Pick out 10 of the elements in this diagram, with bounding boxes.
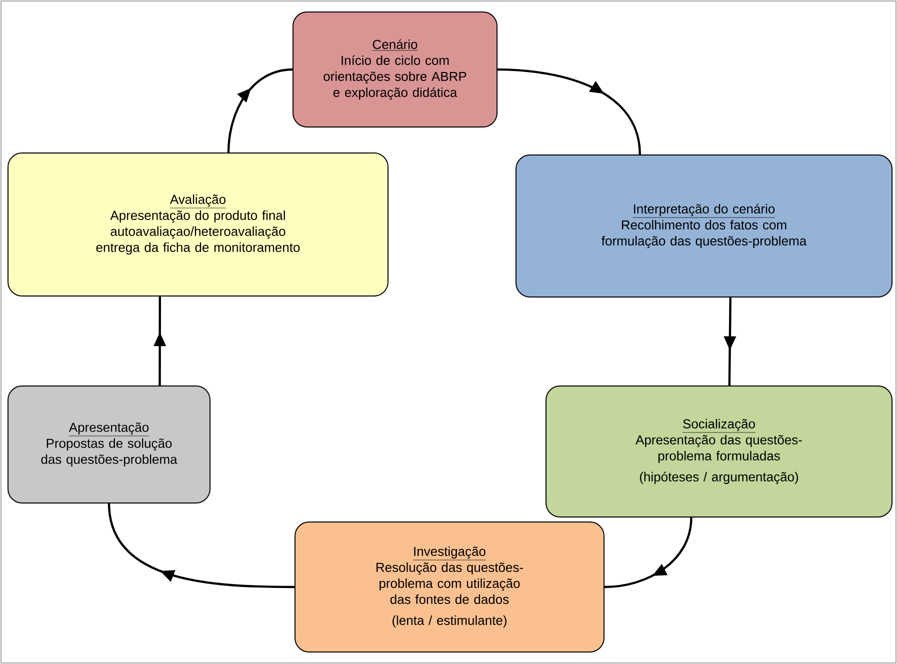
arrow	[604, 517, 692, 588]
stage-box: Interpretação do cenário Recolhimento dos fatos com formulação das questões-problema	[516, 154, 892, 298]
stage-box: Apresentação Propostas de solução das questões-problema	[8, 386, 210, 504]
arrow	[497, 68, 641, 155]
arrow	[108, 503, 295, 588]
stage-box: Avaliação Apresentação do produto final autoavaliaçao/heteroavaliação entrega da ficha de monitoramento	[8, 152, 388, 296]
arrow	[227, 68, 293, 153]
stage-box: Cenário Início de ciclo com orientações sobre ABRP e exploração didática	[292, 12, 498, 128]
stage-box: Socialização Apresentação das questões-problema formuladas (hipóteses / argumentação)	[546, 386, 892, 518]
stage-box: Investigação Resolução das questões-problema com utilização das fontes de dados (lenta / estimulante)	[294, 522, 604, 652]
